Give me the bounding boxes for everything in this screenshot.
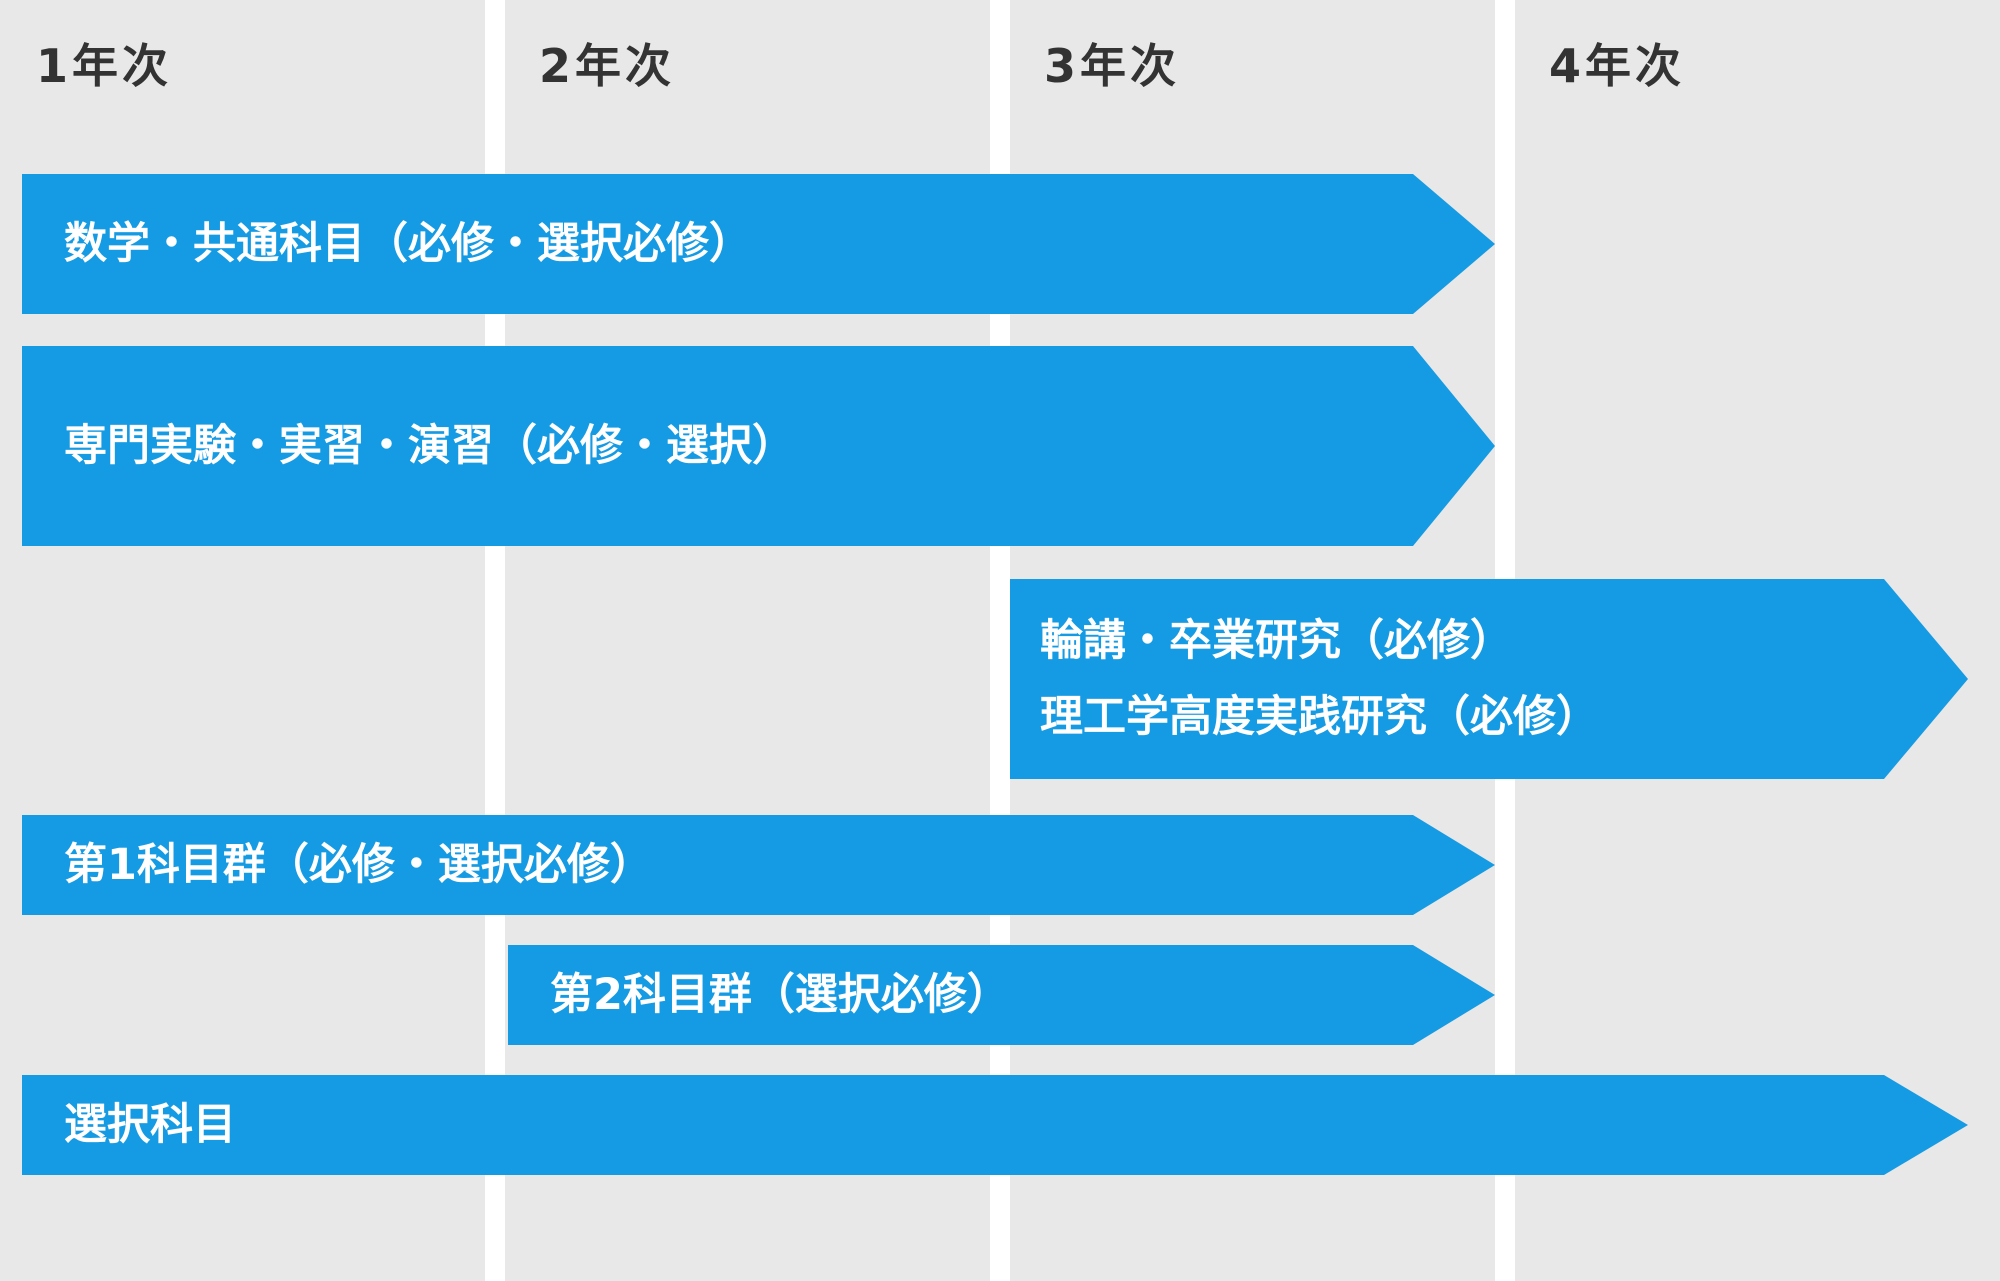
year-column-label: 4年次 [1549, 39, 1686, 93]
course-bar-label: 第2科目群（選択必修） [550, 970, 1010, 1020]
course-bar-label: 第1科目群（必修・選択必修） [64, 840, 653, 890]
course-bar-experiments: 専門実験・実習・演習（必修・選択） [22, 346, 1495, 546]
course-bar-math-common: 数学・共通科目（必修・選択必修） [22, 174, 1495, 314]
course-bar-label: 選択科目 [64, 1100, 236, 1150]
year-column-label: 3年次 [1044, 39, 1181, 93]
course-bar-electives: 選択科目 [22, 1075, 1968, 1175]
course-bar-group-2: 第2科目群（選択必修） [508, 945, 1495, 1045]
course-bar-label: 数学・共通科目（必修・選択必修） [64, 219, 752, 269]
year-column-label: 1年次 [36, 39, 173, 93]
course-bar-label: 輪講・卒業研究（必修） [1040, 616, 1513, 666]
course-bar-label: 理工学高度実践研究（必修） [1040, 692, 1599, 742]
year-column-label: 2年次 [539, 39, 676, 93]
course-bar-research: 輪講・卒業研究（必修） 理工学高度実践研究（必修） [1010, 579, 1968, 779]
course-bar-group-1: 第1科目群（必修・選択必修） [22, 815, 1495, 915]
course-bar-label: 専門実験・実習・演習（必修・選択） [64, 421, 795, 471]
